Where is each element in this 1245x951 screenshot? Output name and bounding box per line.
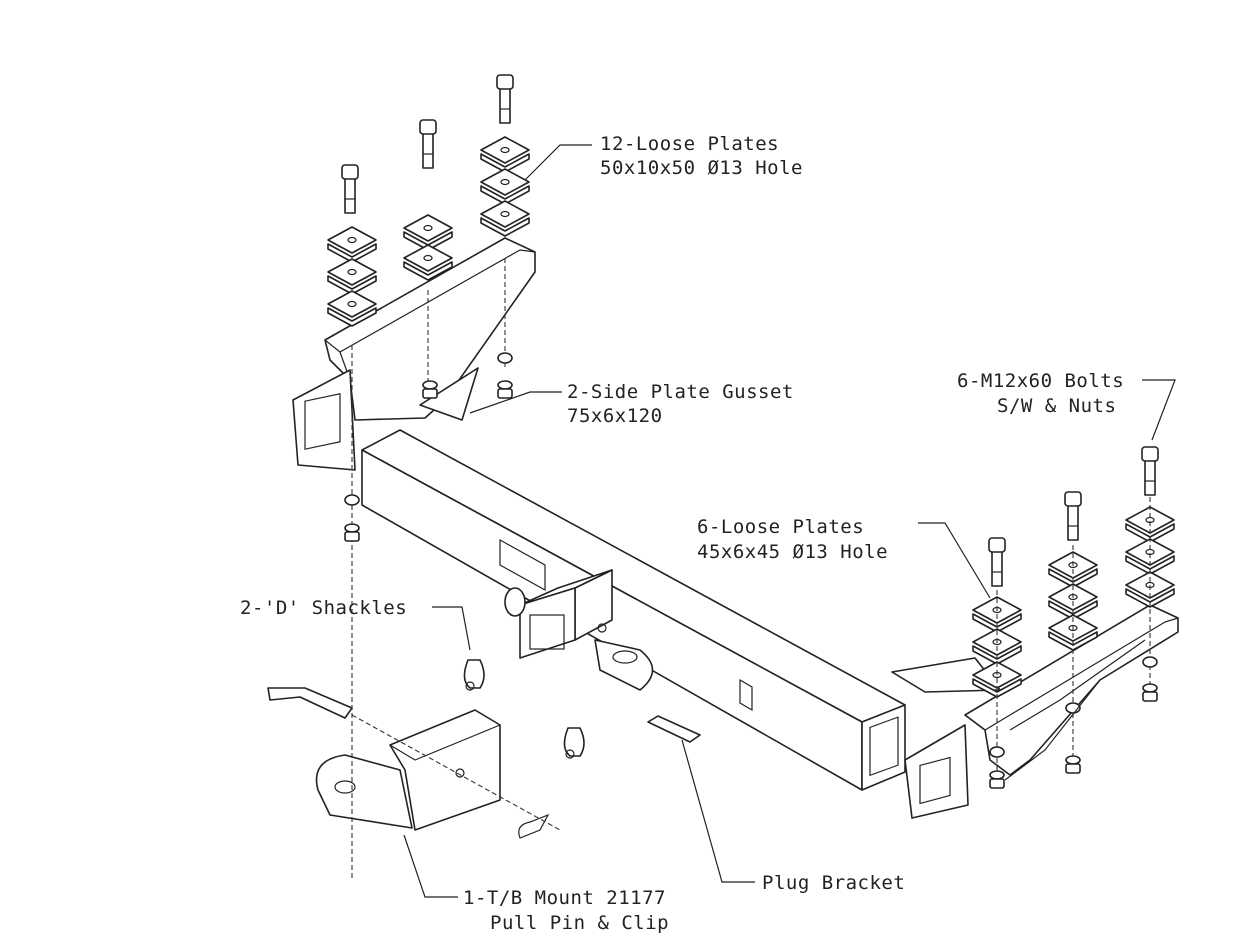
loose-plate: [327, 226, 377, 263]
bolt: [988, 537, 1006, 587]
nut: [344, 523, 360, 542]
pull-pin: [267, 687, 353, 719]
label-plug-bracket: Plug Bracket: [762, 872, 905, 894]
loose-plate: [403, 244, 453, 281]
diagram-parts: [267, 74, 1179, 880]
bolt: [496, 74, 514, 124]
label-side-plate-gusset: 2-Side Plate Gusset: [567, 381, 794, 403]
loose-plate: [480, 136, 530, 173]
d-shackle: [463, 659, 485, 691]
receiver-tube: [504, 569, 654, 691]
label-shackles: 2-'D' Shackles: [240, 597, 407, 619]
bolt: [341, 164, 359, 214]
label-loose-plates-12-spec: 50x10x50 Ø13 Hole: [600, 157, 803, 179]
nut: [1142, 683, 1158, 702]
bolts-and-nuts: [341, 74, 1159, 880]
nut: [422, 380, 438, 399]
label-loose-plates-6: 6-Loose Plates: [697, 516, 864, 538]
label-side-plate-gusset-spec: 75x6x120: [567, 405, 663, 427]
bolt: [1141, 446, 1159, 496]
tow-ball-mount: [267, 687, 561, 839]
plug-bracket-part: [647, 715, 701, 743]
label-loose-plates-6-spec: 45x6x45 Ø13 Hole: [697, 541, 888, 563]
loose-plate: [327, 258, 377, 295]
leader-lines: [403, 144, 1176, 898]
left-gusset: [419, 367, 479, 421]
pin-clip: [518, 813, 550, 839]
loose-plate: [480, 168, 530, 205]
d-shackle: [563, 727, 585, 759]
right-side-bracket: [904, 604, 1179, 819]
loose-plate: [480, 200, 530, 237]
nut: [1065, 755, 1081, 774]
nut: [989, 770, 1005, 789]
label-tb-mount-spec: Pull Pin & Clip: [490, 912, 669, 934]
nut: [497, 380, 513, 399]
label-loose-plates-12: 12-Loose Plates: [600, 133, 779, 155]
bolt: [419, 119, 437, 169]
label-tb-mount: 1-T/B Mount 21177: [463, 887, 666, 909]
label-bolts: 6-M12x60 Bolts: [957, 370, 1124, 392]
loose-plates: [327, 136, 1175, 698]
label-bolts-spec: S/W & Nuts: [997, 395, 1116, 417]
left-side-bracket: [292, 237, 536, 471]
bolt: [1064, 491, 1082, 541]
loose-plate: [327, 290, 377, 327]
